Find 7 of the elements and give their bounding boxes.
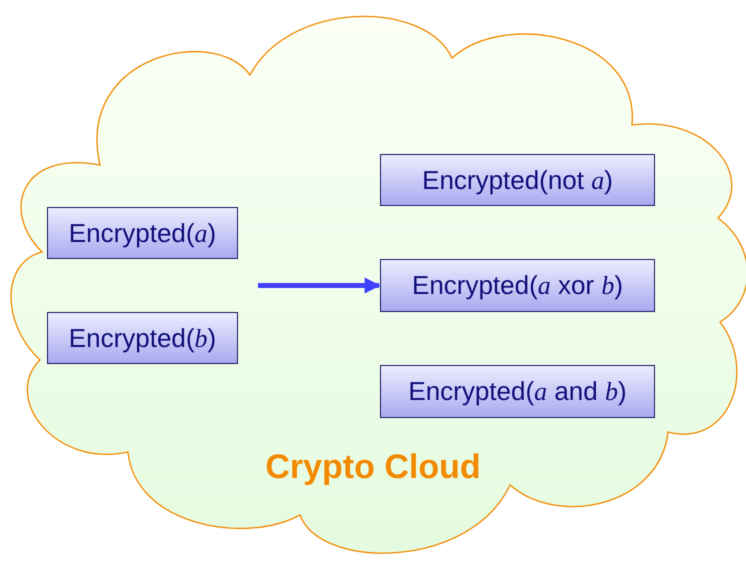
encrypted-value-box: Encrypted(not a) bbox=[380, 154, 655, 206]
encrypted-value-box: Encrypted(a xor b) bbox=[380, 259, 655, 312]
encrypted-value-box: Encrypted(a) bbox=[47, 207, 238, 259]
encrypted-value-box: Encrypted(a and b) bbox=[380, 365, 655, 418]
cloud-title: Crypto Cloud bbox=[264, 448, 482, 487]
arrow bbox=[258, 278, 381, 294]
encrypted-value-box: Encrypted(b) bbox=[47, 312, 238, 364]
